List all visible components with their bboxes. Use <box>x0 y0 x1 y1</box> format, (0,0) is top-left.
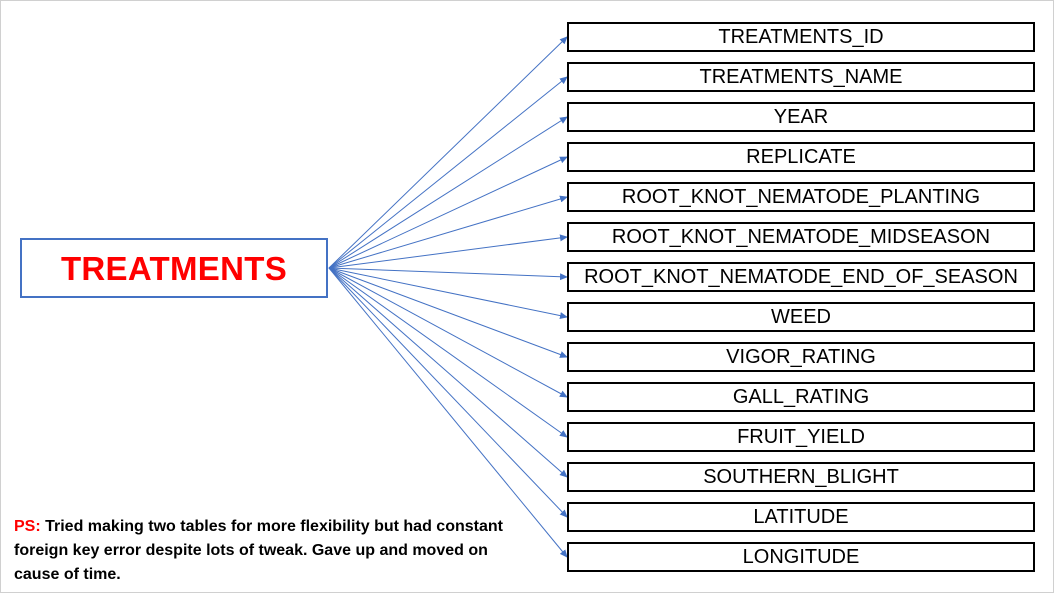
ps-note-text: Tried making two tables for more flexibi… <box>14 518 503 583</box>
field-box: LATITUDE <box>567 502 1035 532</box>
treatments-entity-label: TREATMENTS <box>60 249 288 287</box>
field-box: SOUTHERN_BLIGHT <box>567 462 1035 492</box>
ps-note: PS: Tried making two tables for more fle… <box>14 515 514 587</box>
connector-arrow <box>328 234 568 269</box>
field-label: VIGOR_RATING <box>726 346 876 368</box>
connector-arrow <box>328 267 568 438</box>
connector-arrow <box>328 267 568 558</box>
field-box: WEED <box>567 302 1035 332</box>
connector-arrow <box>328 267 568 398</box>
field-label: GALL_RATING <box>732 386 870 408</box>
field-box: ROOT_KNOT_NEMATODE_END_OF_SEASON <box>567 262 1035 292</box>
field-box: TREATMENTS_ID <box>567 22 1035 52</box>
connector-arrow <box>328 36 568 269</box>
field-label: LATITUDE <box>753 506 849 528</box>
field-label: REPLICATE <box>746 146 856 168</box>
treatments-entity-box: TREATMENTS <box>20 238 328 298</box>
ps-note-prefix: PS: <box>14 518 41 535</box>
field-label: TREATMENTS_ID <box>718 26 884 48</box>
connector-arrow <box>328 116 568 269</box>
connector-arrow <box>328 267 568 358</box>
field-box: REPLICATE <box>567 142 1035 172</box>
field-label: ROOT_KNOT_NEMATODE_PLANTING <box>621 186 981 208</box>
field-box: ROOT_KNOT_NEMATODE_PLANTING <box>567 182 1035 212</box>
connector-arrow <box>328 76 568 269</box>
field-box: TREATMENTS_NAME <box>567 62 1035 92</box>
connector-arrow <box>328 267 568 478</box>
field-label: SOUTHERN_BLIGHT <box>703 466 899 488</box>
field-box: FRUIT_YIELD <box>567 422 1035 452</box>
connector-arrow <box>328 156 568 269</box>
field-box: YEAR <box>567 102 1035 132</box>
field-label: TREATMENTS_NAME <box>699 66 903 88</box>
connector-arrow <box>328 267 568 281</box>
connector-arrow <box>328 195 568 269</box>
field-label: WEED <box>771 306 831 328</box>
field-box: GALL_RATING <box>567 382 1035 412</box>
field-label: YEAR <box>773 106 829 128</box>
field-label: LONGITUDE <box>742 546 860 568</box>
connector-arrow <box>328 267 568 320</box>
field-label: FRUIT_YIELD <box>737 426 865 448</box>
field-box: VIGOR_RATING <box>567 342 1035 372</box>
field-box: ROOT_KNOT_NEMATODE_MIDSEASON <box>567 222 1035 252</box>
field-label: ROOT_KNOT_NEMATODE_END_OF_SEASON <box>584 266 1018 288</box>
field-label: ROOT_KNOT_NEMATODE_MIDSEASON <box>611 226 991 248</box>
connector-arrow <box>328 267 568 518</box>
field-box: LONGITUDE <box>567 542 1035 572</box>
field-list: TREATMENTS_ID TREATMENTS_NAME YEAR REPLICAT… <box>567 22 1035 582</box>
